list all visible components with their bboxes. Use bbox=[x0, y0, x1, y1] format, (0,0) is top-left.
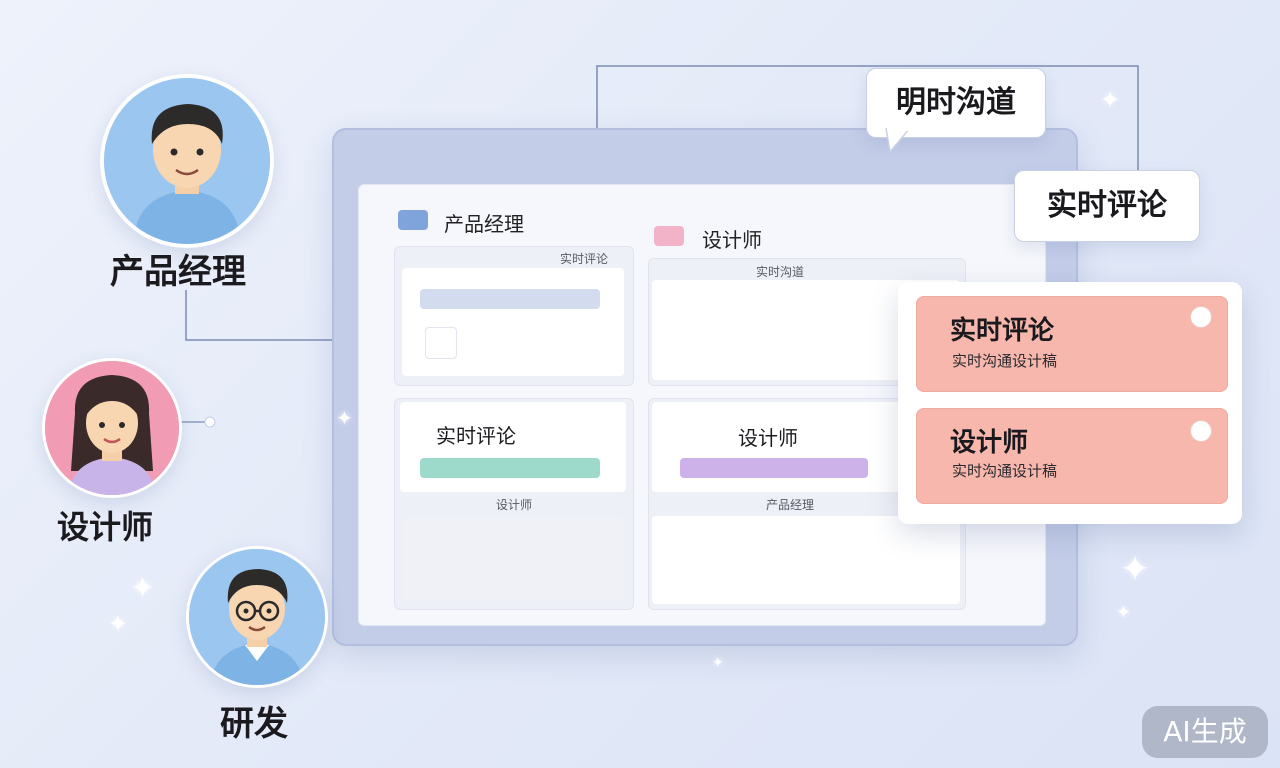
sparkle-icon: ✦ bbox=[130, 571, 156, 606]
connector-pm-window bbox=[185, 290, 332, 341]
comment-card-1-toggle[interactable] bbox=[1190, 306, 1212, 328]
card-top-right-caption: 实时沟道 bbox=[756, 265, 805, 279]
comment-card-2-title: 设计师 bbox=[950, 428, 1029, 458]
card-bottom-right-title: 设计师 bbox=[738, 426, 798, 450]
communication-bubble: 明时沟道 bbox=[866, 68, 1046, 138]
comment-card-2-toggle[interactable] bbox=[1190, 420, 1212, 442]
woman-avatar-icon bbox=[45, 361, 179, 495]
developer-avatar-icon bbox=[189, 549, 325, 685]
sparkle-icon: ✦ bbox=[336, 406, 353, 430]
comment-card-2[interactable] bbox=[916, 408, 1228, 504]
sparkle-icon: ✦ bbox=[108, 610, 129, 638]
comment-card-1-text: 实时沟通设计稿 bbox=[952, 352, 1058, 370]
comment-card-1-title: 实时评论 bbox=[950, 316, 1055, 346]
card-top-left-checkbox[interactable] bbox=[425, 327, 457, 359]
product-manager-label: 产品经理 bbox=[110, 252, 246, 292]
sparkle-icon: ✦ bbox=[1100, 86, 1121, 114]
man-avatar-icon bbox=[104, 78, 270, 244]
tab-chip-designer bbox=[654, 226, 684, 246]
designer-avatar bbox=[42, 358, 182, 498]
card-bottom-left-caption: 设计师 bbox=[496, 498, 533, 512]
product-manager-avatar bbox=[100, 74, 274, 248]
sparkle-icon: ✦ bbox=[1116, 602, 1132, 623]
tab-product-manager[interactable]: 产品经理 bbox=[444, 212, 524, 236]
ai-generated-watermark: AI生成 bbox=[1142, 706, 1268, 758]
tab-designer[interactable]: 设计师 bbox=[702, 228, 762, 252]
tab-chip-product-manager bbox=[398, 210, 428, 230]
sparkle-icon: ✦ bbox=[1120, 549, 1151, 590]
developer-label: 研发 bbox=[220, 704, 288, 744]
comment-card-1[interactable] bbox=[916, 296, 1228, 392]
card-bottom-right-bar bbox=[680, 458, 868, 478]
card-top-left-body bbox=[402, 268, 624, 376]
comment-bubble: 实时评论 bbox=[1014, 170, 1200, 242]
card-top-left-bar bbox=[420, 289, 600, 309]
comment-card-2-text: 实时沟通设计稿 bbox=[952, 462, 1058, 480]
card-top-left-caption: 实时评论 bbox=[560, 252, 609, 266]
card-bottom-right-lower bbox=[652, 516, 960, 604]
card-bottom-left-lower bbox=[402, 516, 624, 602]
sparkle-icon: ✦ bbox=[712, 655, 724, 671]
communication-bubble-tail bbox=[885, 128, 911, 154]
card-bottom-right-caption: 产品经理 bbox=[766, 498, 815, 512]
card-bottom-left-title: 实时评论 bbox=[436, 424, 516, 448]
developer-avatar bbox=[186, 546, 328, 688]
card-bottom-left-bar bbox=[420, 458, 600, 478]
designer-label: 设计师 bbox=[56, 508, 153, 546]
